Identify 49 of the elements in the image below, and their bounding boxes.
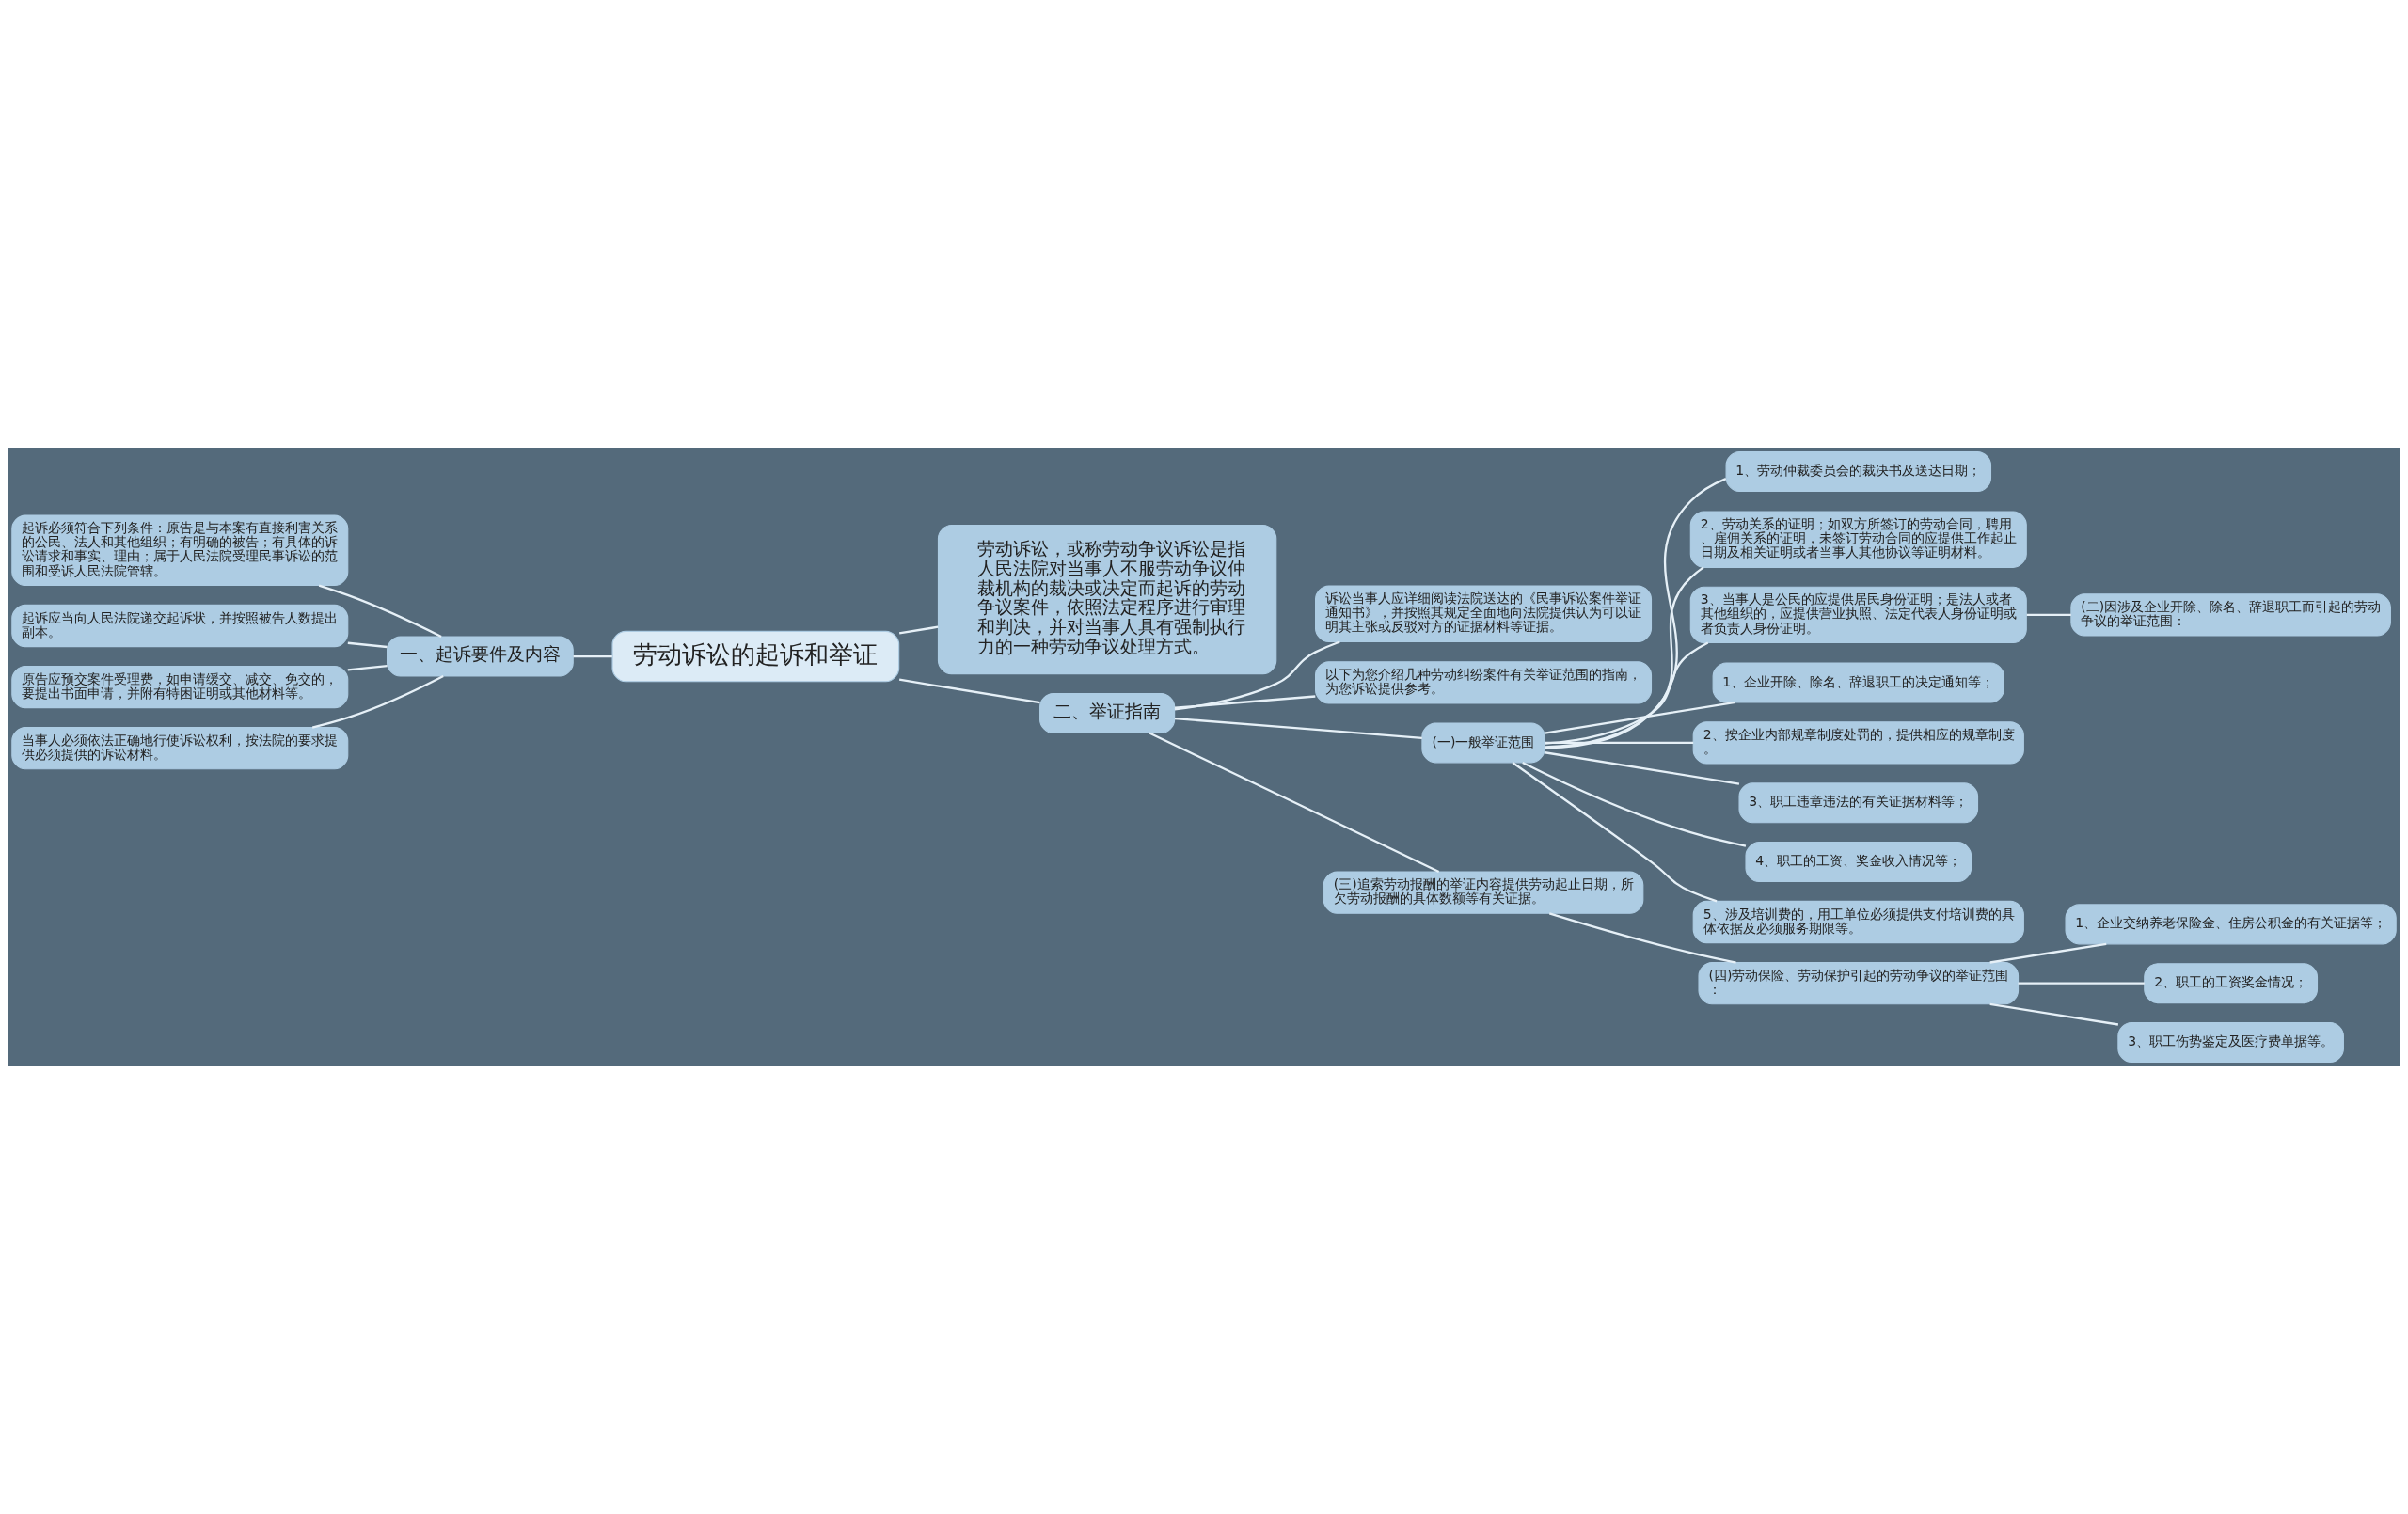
node-box: 起诉应当向人民法院递交起诉状，并按照被告人数提出副本。 [11, 604, 349, 648]
connector [2026, 613, 2071, 617]
node-box: 4、职工的工资、奖金收入情况等； [1745, 842, 1972, 883]
node-box: 5、涉及培训费的，用工单位必须提供支付培训费的具体依据及必须服务期限等。 [1692, 900, 2024, 944]
node-box: (二)因涉及企业开除、除名、辞退职工而引起的劳动争议的举证范围： [2070, 593, 2391, 637]
connector [1545, 741, 1694, 745]
node-box: 劳动诉讼，或称劳动争议诉讼是指人民法院对当事人不服劳动争议仲裁机构的裁决或决定而起诉的劳动争议案件，依照法定程序进行审理和判决，并对当事人具有强制执行力的一种劳动争议处理方式。 [937, 524, 1277, 675]
connector [1989, 1002, 2119, 1026]
node-box: 1、企业交纳养老保险金、住房公积金的有关证据等； [2065, 904, 2397, 945]
connector [1545, 701, 1736, 734]
connector [1522, 761, 1747, 847]
node-box: 3、职工违章违法的有关证据材料等； [1738, 782, 1979, 824]
connector [311, 675, 444, 729]
node-box: 一、起诉要件及内容 [387, 636, 574, 677]
connector [1545, 751, 1740, 785]
node-box: 原告应预交案件受理费，如申请缓交、减交、免交的，要提出书面申请，并附有特困证明或其他材料等。 [11, 665, 349, 709]
connector [1174, 717, 1422, 739]
connector [1512, 762, 1718, 903]
connector [1548, 912, 1736, 964]
node-box: (四)劳动保险、劳动保护引起的劳动争议的举证范围： [1698, 961, 2020, 1005]
node-box: 1、劳动仲裁委员会的裁决书及送达日期； [1725, 451, 1992, 493]
connector [573, 654, 612, 658]
node-box: 2、劳动关系的证明；如双方所签订的劳动合同，聘用、雇佣关系的证明，未签订劳动合同的应提供工作起止日期及相关证明或者当事人其他协议等证明材料。 [1689, 511, 2027, 568]
connector [1545, 641, 1709, 745]
node-box: 3、职工伤势鉴定及医疗费单据等。 [2117, 1021, 2344, 1063]
connector [347, 641, 388, 649]
node-box: 2、按企业内部规章制度处罚的，提供相应的规章制度。 [1692, 721, 2024, 765]
node-box: 2、职工的工资奖金情况； [2144, 963, 2319, 1004]
node-box: (一)一般举证范围 [1421, 722, 1545, 764]
connector [347, 664, 388, 671]
node-box: 1、企业开除、除名、辞退职工的决定通知等； [1712, 662, 2004, 703]
connector [1174, 695, 1316, 709]
node-box: 劳动诉讼的起诉和举证 [611, 630, 900, 683]
connector [1545, 478, 1727, 749]
node-box: 3、当事人是公民的应提供居民身份证明；是法人或者其他组织的，应提供营业执照、法定代表人身份证明或者负责人身份证明。 [1689, 586, 2027, 644]
connector [318, 584, 442, 639]
node-box: 当事人必须依法正确地行使诉讼权利，按法院的要求提供必须提供的诉讼材料。 [11, 727, 349, 770]
node-box: 二、举证指南 [1039, 693, 1176, 733]
connector [2018, 982, 2145, 985]
connector [898, 625, 939, 635]
node-box: 起诉必须符合下列条件：原告是与本案有直接利害关系的公民、法人和其他组织；有明确的被告；有具体的诉讼请求和事实、理由；属于人民法院受理民事诉讼的范围和受诉人民法院管辖。 [11, 514, 349, 587]
node-box: (三)追索劳动报酬的举证内容提供劳动起止日期，所欠劳动报酬的具体数额等有关证据。 [1323, 871, 1644, 914]
connector [1174, 640, 1340, 711]
node-box: 以下为您介绍几种劳动纠纷案件有关举证范围的指南，为您诉讼提供参考。 [1315, 661, 1653, 704]
connector [1545, 566, 1704, 749]
connector [1149, 732, 1440, 874]
node-box: 诉讼当事人应详细阅读法院送达的《民事诉讼案件举证通知书》，并按照其规定全面地向法院提供认为可以证明其主张或反驳对方的证据材料等证据。 [1315, 585, 1653, 642]
connector [1989, 942, 2107, 964]
connector [898, 678, 1040, 704]
